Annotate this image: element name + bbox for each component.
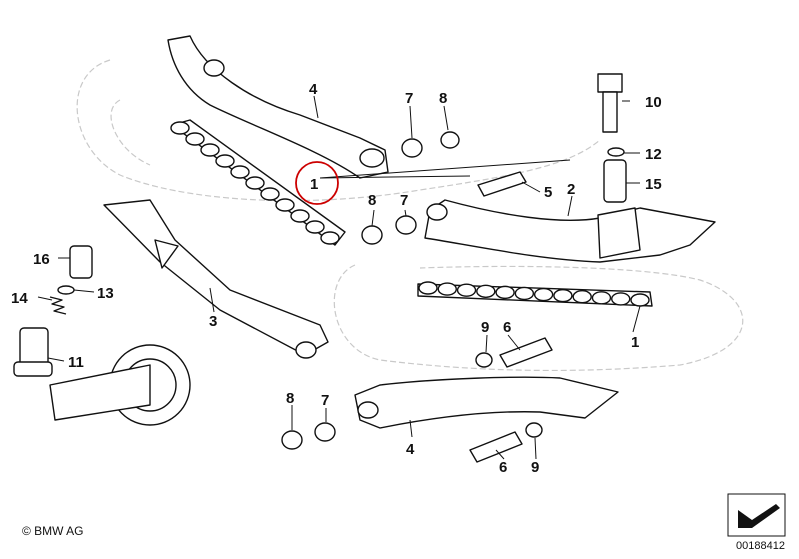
callout-12: 12 — [645, 146, 662, 163]
callout-9-lower: 9 — [531, 459, 539, 476]
callout-13: 13 — [97, 285, 114, 302]
callout-7-lower: 7 — [321, 392, 329, 409]
circlip-8-mid — [361, 225, 383, 245]
upper-guide-rail — [167, 35, 389, 179]
tensioner-rail-boss — [597, 207, 641, 259]
chain-link — [553, 288, 573, 303]
chain-link — [572, 290, 592, 304]
washer-7-top — [401, 138, 423, 158]
timing-chain-upper — [170, 119, 346, 246]
chain-link — [215, 154, 235, 168]
chain-link — [437, 282, 457, 296]
callout-8-lower: 8 — [286, 390, 294, 407]
chain-link — [533, 287, 554, 302]
tensioner-piston-15 — [603, 159, 627, 203]
callout-8-mid: 8 — [368, 192, 376, 209]
callout-7-top: 7 — [405, 90, 413, 107]
chain-link — [320, 231, 340, 245]
callout-14: 14 — [11, 290, 28, 307]
sealing-ring-12 — [607, 147, 625, 157]
lower-guide-rail — [354, 376, 619, 429]
tensioner-piston-16 — [69, 245, 93, 279]
guide-rail-eye — [295, 341, 317, 359]
sprocket — [49, 344, 191, 426]
chain-link — [305, 220, 325, 234]
callout-10: 10 — [645, 94, 662, 111]
callout-4-upper: 4 — [309, 81, 318, 98]
callout-4-lower: 4 — [406, 441, 415, 458]
guide-rail-lower-left — [103, 199, 329, 356]
ring-9-lower — [525, 422, 543, 438]
chain-link — [591, 291, 612, 305]
chain-link — [200, 143, 220, 157]
callout-5: 5 — [544, 184, 552, 201]
chevron-logo — [727, 493, 786, 537]
washer-7-mid — [395, 215, 417, 235]
ghost-chain-lower — [333, 264, 744, 372]
callout-7-mid: 7 — [400, 192, 408, 209]
callout-3: 3 — [209, 313, 217, 330]
tensioner-bolt — [597, 73, 623, 133]
chain-link — [476, 284, 496, 298]
tensioner-rail-eye — [426, 203, 448, 221]
callout-16: 16 — [33, 251, 50, 268]
chain-link — [456, 283, 477, 297]
callout-6-upper: 6 — [503, 319, 511, 336]
leader-lines — [37, 95, 641, 460]
figure-reference: 00188412 — [736, 540, 785, 552]
chain-link — [630, 293, 650, 307]
circlip-8-top — [440, 131, 460, 149]
upper-guide-rail-bushing — [203, 59, 225, 77]
callout-1-upper: 1 — [310, 176, 318, 193]
chain-link — [260, 187, 280, 201]
callout-11: 11 — [68, 354, 84, 371]
upper-guide-rail-eye — [359, 148, 385, 168]
chain-link — [230, 165, 250, 179]
tensioner-body-11 — [13, 327, 53, 377]
bolt-6-upper — [499, 337, 553, 368]
ring-9-upper — [475, 352, 493, 368]
bolt-6-lower — [469, 431, 523, 463]
chain-link — [514, 286, 535, 301]
lower-guide-rail-eye — [357, 401, 379, 419]
chain-link — [495, 285, 515, 300]
copyright-notice: © BMW AG — [22, 524, 84, 538]
pin — [477, 171, 527, 197]
timing-chain-lower — [417, 281, 653, 307]
chain-link — [185, 132, 205, 146]
chain-link — [418, 281, 438, 295]
highlight-circle — [295, 161, 339, 205]
callout-labels: 4 7 8 10 1 12 5 2 15 8 7 16 14 13 3 9 6 … — [11, 81, 662, 476]
callout-6-lower: 6 — [499, 459, 507, 476]
washer-7-lower — [314, 422, 336, 442]
chain-link — [275, 198, 295, 212]
ghost-chain-upper — [76, 59, 601, 202]
circlip-8-lower — [281, 430, 303, 450]
chain-link — [170, 121, 190, 135]
chain-link — [245, 176, 265, 190]
chain-link — [611, 292, 631, 306]
sealing-ring-13 — [57, 285, 75, 295]
callout-1-lower: 1 — [631, 334, 639, 351]
spring-14 — [49, 296, 67, 315]
callout-9-upper: 9 — [481, 319, 489, 336]
tensioner-rail — [424, 199, 716, 263]
callout-2: 2 — [567, 181, 575, 198]
callout-15: 15 — [645, 176, 662, 193]
callout-8-top: 8 — [439, 90, 447, 107]
chain-link — [290, 209, 310, 223]
